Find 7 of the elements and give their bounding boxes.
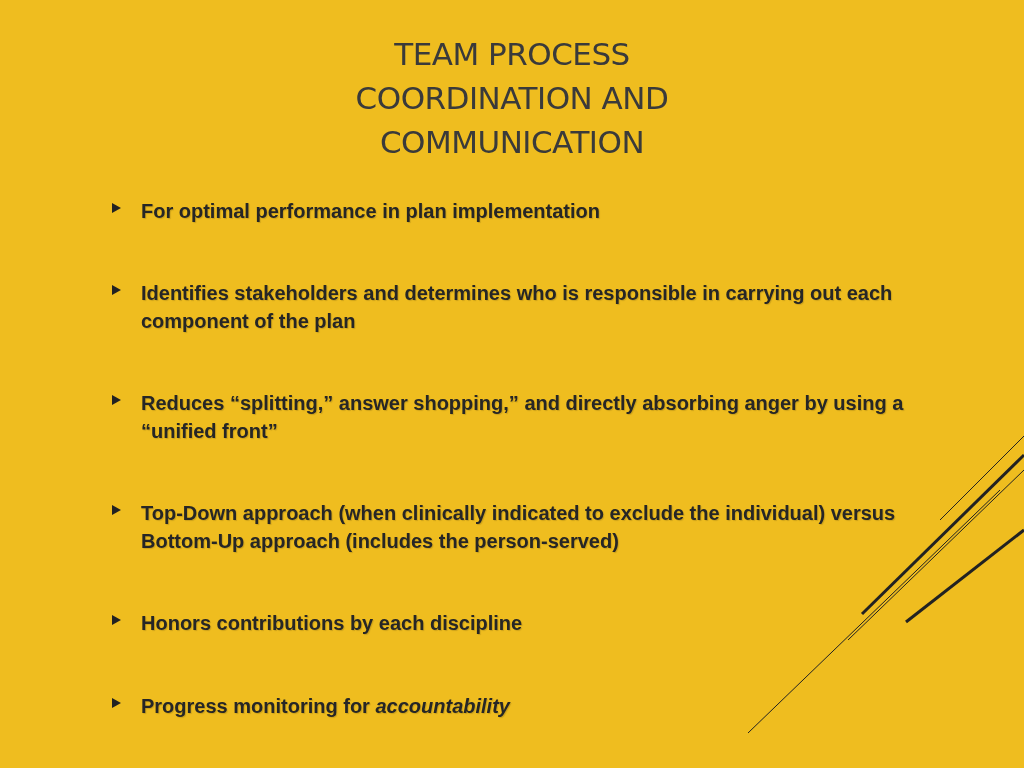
bullet-text: Honors contributions by each discipline — [141, 611, 524, 636]
slide-title: TEAM PROCESS COORDINATION AND COMMUNICATION — [354, 35, 670, 162]
bullet-text: Reduces “splitting,” answer shopping,” and directly absorbing anger by using a “unified front” — [141, 391, 905, 444]
bullet-text: Top-Down approach (when clinically indicated to exclude the individual) versus Bottom-Up approach (includes the person-served) — [141, 501, 897, 554]
bullet-text: Progress monitoring for accountability — [141, 694, 512, 719]
bullet-text: For optimal performance in plan implementation — [141, 199, 601, 224]
bullet-text: Identifies stakeholders and determines who is responsible in carrying out each component of the plan — [141, 281, 894, 334]
